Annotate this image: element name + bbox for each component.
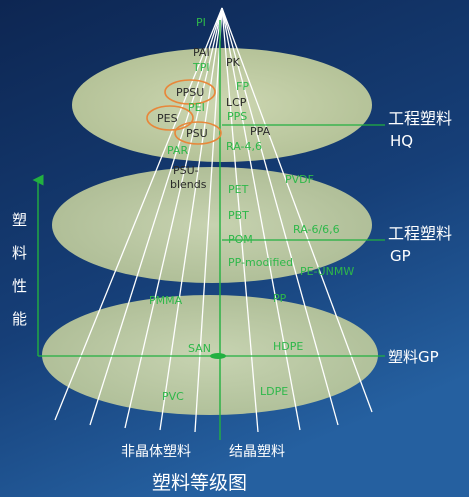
material-hdpe: HDPE [273,340,303,353]
material-ra66: RA-6/6,6 [293,223,340,236]
material-tpi: TPI [192,61,210,74]
material-pi: PI [196,16,206,29]
disc-base-gp [42,295,378,415]
material-pk: PK [226,56,241,69]
material-ppa: PPA [250,125,271,138]
material-pet: PET [228,183,249,196]
material-pp-modified: PP-modified [228,256,293,269]
material-fp: FP [236,80,249,93]
material-ldpe: LDPE [260,385,288,398]
material-pei: PEI [188,101,205,114]
axis-label-char-2: 料 [12,244,27,262]
material-san: SAN [188,342,211,355]
axis-label-char-3: 性 [12,277,27,295]
material-ra46: RA-4,6 [226,140,262,153]
diagram-title: 塑料等级图 [152,472,247,494]
material-psu-blends-line1: PSU- [173,164,199,177]
tier-base-label: 塑料GP [388,348,439,366]
axis-label-char-1: 塑 [12,211,27,229]
highlight-rings [146,79,222,145]
tier-gp-code: GP [390,247,411,265]
material-pbt: PBT [228,209,249,222]
material-pvc: PVC [162,390,184,403]
material-ppsu: PPSU [176,86,204,99]
material-labels: PI PAI TPI PK PPSU PEI PES PSU PAR FP LC… [149,16,354,403]
material-pvdf: PVDF [285,173,314,186]
material-pom: POM [228,233,253,246]
tier-hq-label: 工程塑料 [388,109,452,128]
tier-gp-label: 工程塑料 [388,224,452,243]
material-psu-blends-line2: blends [170,178,207,191]
material-par: PAR [167,144,188,157]
material-pe-unmw: PE-UNMW [300,265,354,278]
label-amorphous: 非晶体塑料 [121,444,191,460]
material-pmma: PMMA [149,294,183,307]
material-pes: PES [157,112,178,125]
material-psu: PSU [186,127,208,140]
material-pai: PAI [193,46,210,59]
material-pps: PPS [227,110,247,123]
tier-hq-code: HQ [390,132,413,150]
material-pp: PP [273,292,287,305]
highlight-ppsu [164,79,216,105]
material-lcp: LCP [226,96,247,109]
san-marker [210,353,226,359]
disc-engineering-hq [72,48,372,162]
highlight-pes [146,105,194,131]
label-crystalline: 结晶塑料 [229,444,285,460]
highlight-psu [174,121,222,145]
axis-label-char-4: 能 [12,310,27,328]
